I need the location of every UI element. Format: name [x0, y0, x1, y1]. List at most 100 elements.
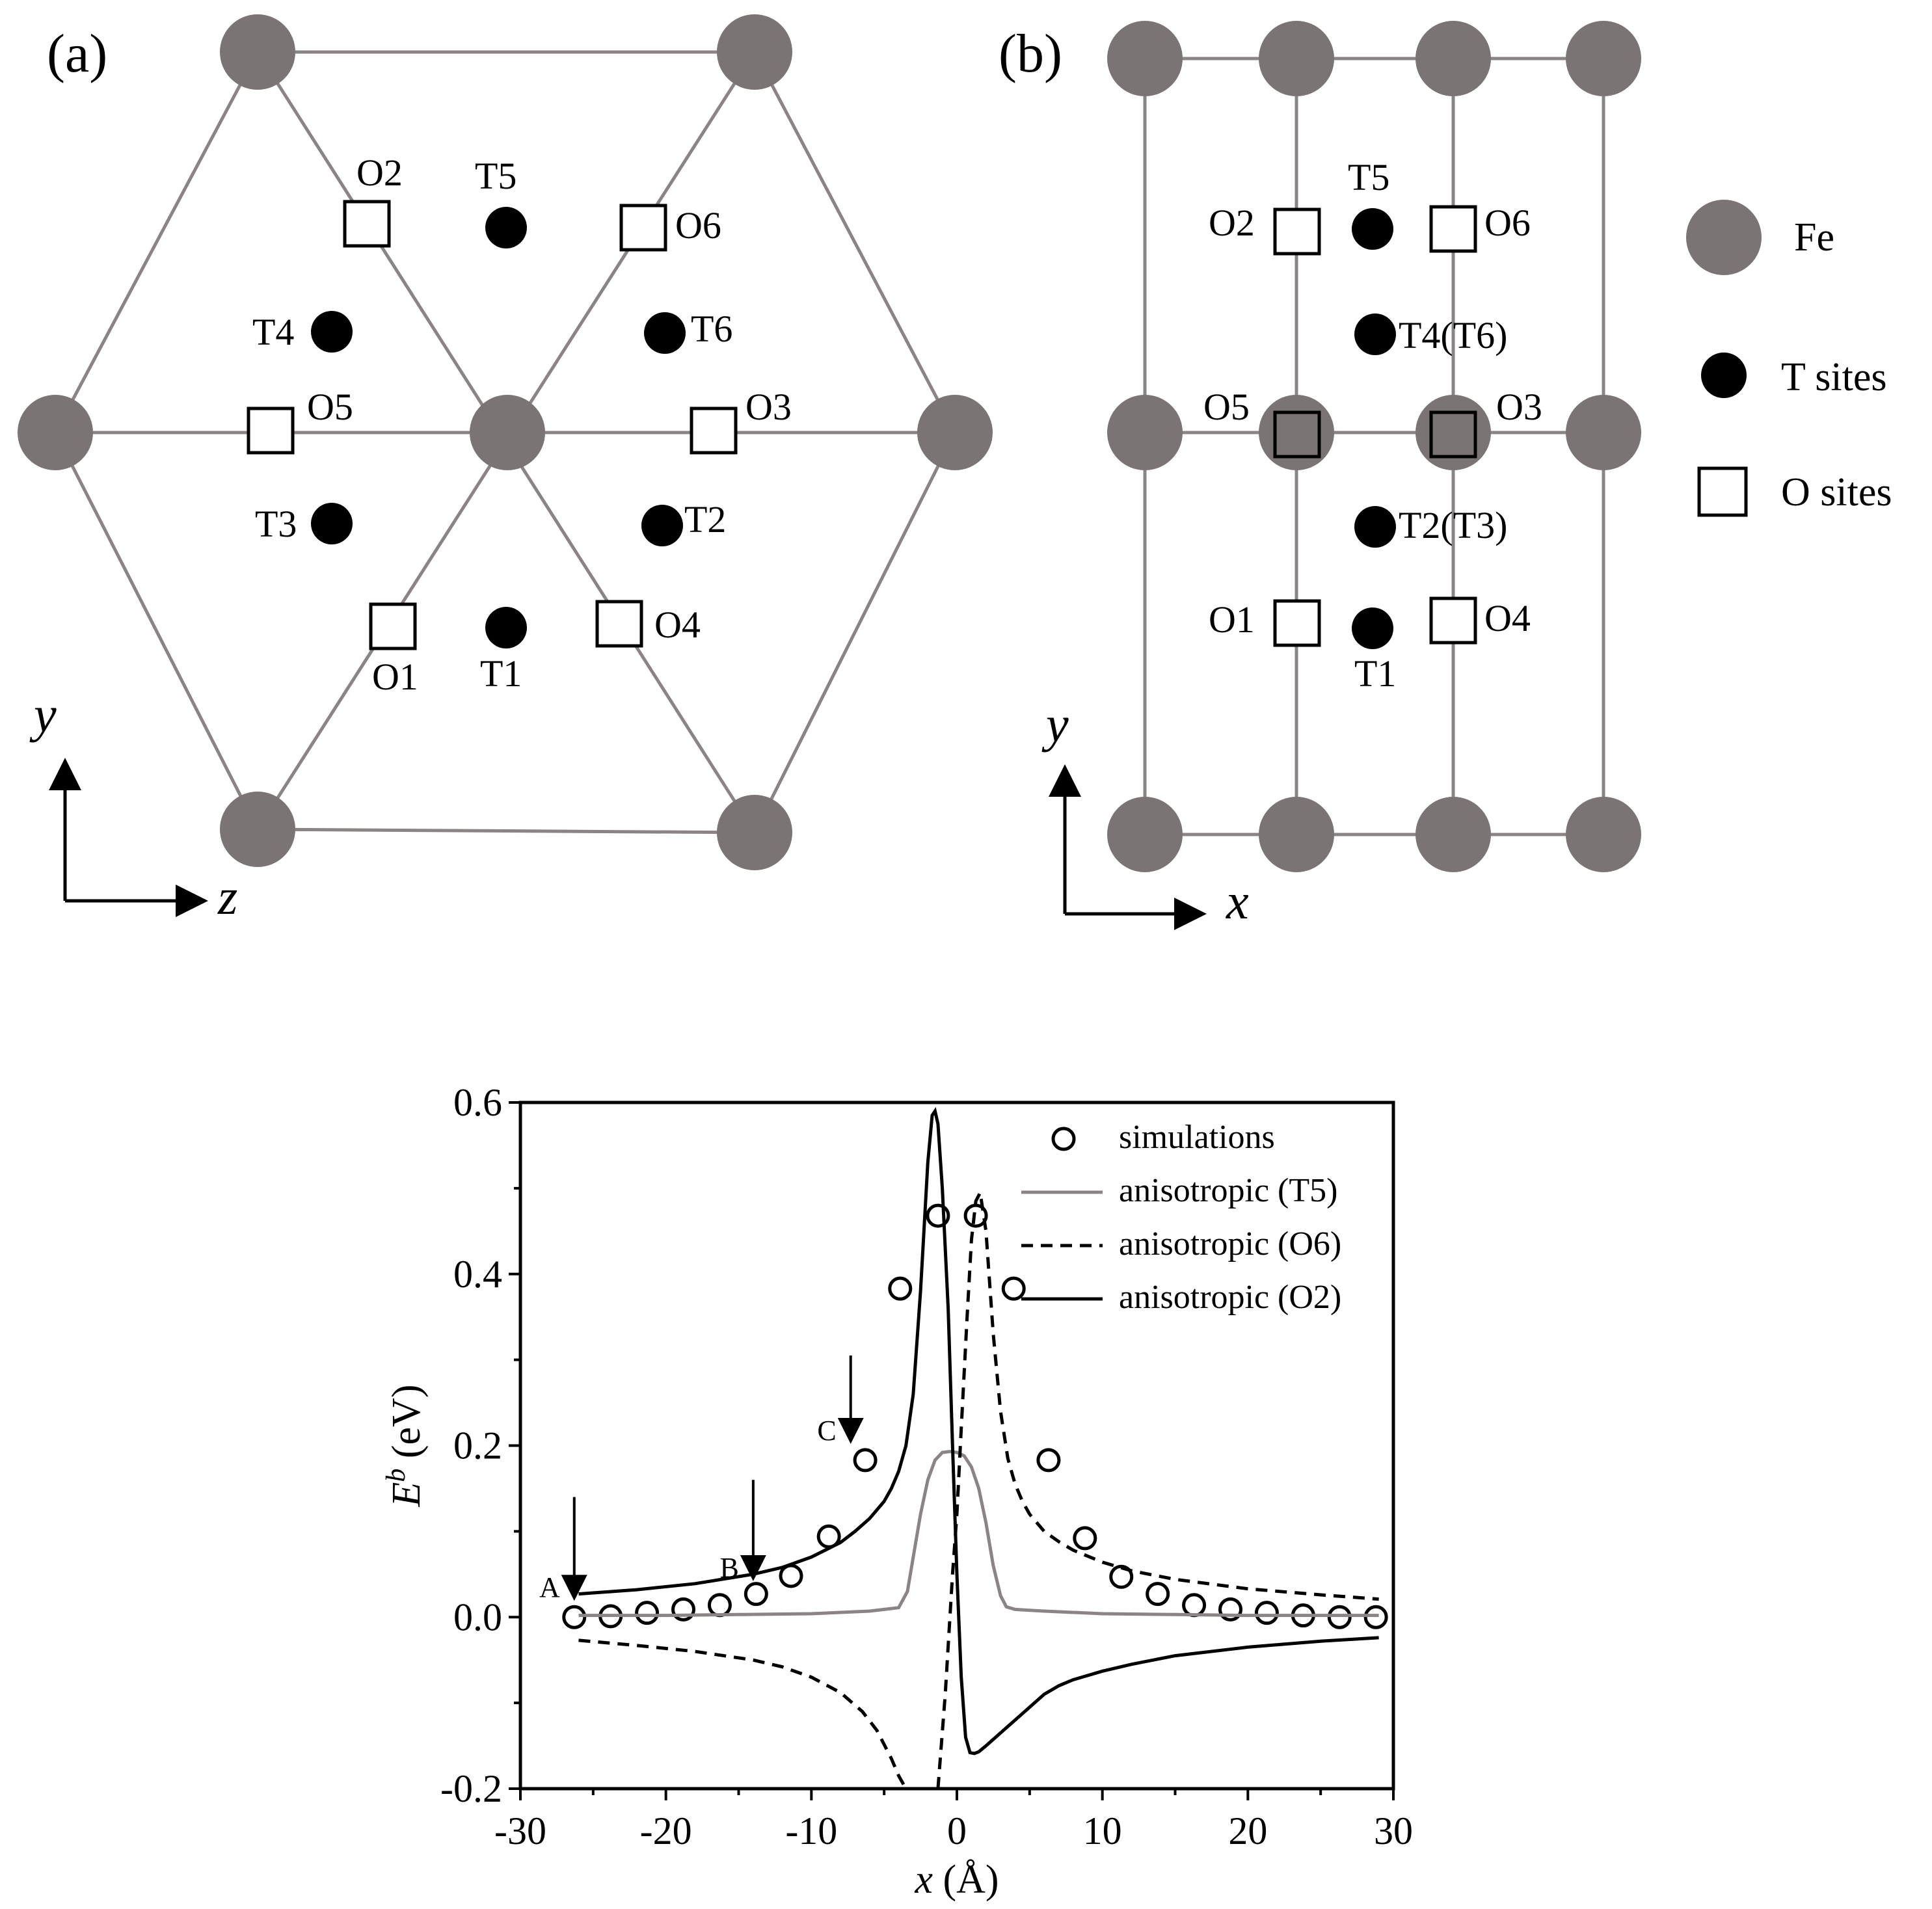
legend-fe-swatch: [1686, 200, 1762, 275]
site-label-o3: O3: [745, 386, 792, 428]
x-tick-label: -30: [494, 1809, 546, 1852]
simulation-point: [562, 1605, 587, 1629]
fe-atom: [1259, 797, 1334, 872]
site-label-o5: O5: [307, 386, 353, 428]
panel-a-label: (a): [47, 23, 107, 84]
site-label-o6: O6: [675, 204, 721, 247]
site-label-t4-t6: T4(T6): [1399, 314, 1508, 356]
o-site-o6: [1429, 205, 1477, 253]
chart-series-layer: [562, 1106, 1388, 1789]
legend-marker-simulations: [1051, 1127, 1076, 1151]
site-label-o1: O1: [372, 656, 418, 698]
simulation-point: [671, 1597, 696, 1622]
axis-letter-x: x: [1226, 873, 1249, 929]
t-site-t5: [485, 207, 527, 248]
t-site-t5: [1352, 208, 1393, 250]
simulation-point: [1327, 1605, 1352, 1629]
panel-a-site-labels: O2 T5 O6 T4 T6 O5 O3 T3 T2 O4 O1 T1: [252, 152, 792, 698]
y-label-unit: (eV): [384, 1385, 429, 1469]
legend-o-swatch: [1697, 466, 1748, 517]
legend-t-label: T sites: [1781, 355, 1886, 399]
simulation-point: [1073, 1526, 1097, 1551]
o-site-o4: [595, 600, 643, 648]
simulation-point: [888, 1276, 913, 1301]
fe-atom: [220, 14, 295, 90]
fe-atom: [717, 795, 792, 870]
panel-b-axes: [1049, 764, 1207, 930]
x-tick-label: -20: [640, 1809, 692, 1852]
panel-a: (a): [18, 14, 993, 925]
y-tick-label: -0.2: [440, 1767, 502, 1810]
y-label-var: E: [384, 1482, 429, 1508]
o-site-o5: [247, 407, 295, 455]
fe-atom: [18, 395, 93, 470]
panel-b-o-sites: [1273, 205, 1477, 647]
y-tick-label: 0.6: [453, 1081, 502, 1124]
simulation-point: [779, 1564, 803, 1588]
site-label-o1: O1: [1209, 598, 1255, 641]
x-tick-label: 20: [1228, 1809, 1267, 1852]
o-site-o6: [619, 204, 667, 252]
fe-atom: [1566, 395, 1641, 470]
o-site-o3: [690, 407, 738, 455]
fe-atom: [1259, 395, 1334, 470]
annotation-label-c: C: [817, 1415, 836, 1447]
annotation-label-a: A: [539, 1571, 560, 1603]
site-label-o5: O5: [1203, 386, 1250, 428]
site-label-t3: T3: [255, 503, 297, 545]
bond: [53, 431, 260, 831]
y-label-sup: b: [381, 1469, 411, 1482]
bond: [753, 51, 957, 434]
panel-b-site-labels: T5 O2 O6 T4(T6) O5 O3 T2(T3) O1 O4 T1: [1203, 156, 1542, 695]
chart-annotations-layer: A B C: [539, 1355, 864, 1603]
bond: [53, 51, 260, 434]
fe-atom: [1259, 21, 1334, 96]
site-label-t6: T6: [691, 308, 732, 350]
t-site-t2: [641, 505, 683, 546]
annotation-label-b: B: [720, 1552, 739, 1584]
simulation-point: [1254, 1601, 1279, 1625]
x-tick-label: 0: [947, 1809, 967, 1852]
site-label-t1: T1: [1354, 652, 1396, 695]
site-label-t4: T4: [252, 311, 294, 353]
legend-t-swatch: [1701, 353, 1747, 398]
simulation-point: [707, 1593, 732, 1618]
x-label-var: x: [914, 1858, 933, 1902]
simulation-point: [1218, 1597, 1242, 1622]
axis-letter-y: y: [1041, 696, 1069, 753]
fe-atom: [1415, 21, 1491, 96]
site-label-o4: O4: [654, 604, 701, 646]
o-site-o4: [1429, 596, 1477, 645]
fe-atom: [470, 395, 545, 470]
x-tick-label: 30: [1374, 1809, 1413, 1852]
x-label-unit: (Å): [933, 1858, 999, 1902]
site-label-o4: O4: [1484, 597, 1531, 639]
site-label-t2-t3: T2(T3): [1399, 504, 1508, 546]
o-site-o2: [343, 200, 391, 248]
site-label-o2: O2: [356, 152, 403, 194]
axis-letter-y: y: [29, 686, 57, 743]
chart-x-axis-label: x (Å): [914, 1858, 999, 1902]
legend-label: simulations: [1119, 1119, 1275, 1156]
panel-b-label: (b): [999, 23, 1062, 84]
series-line-o2: [578, 1106, 1379, 1755]
simulation-point: [1109, 1564, 1134, 1589]
simulation-point: [1036, 1448, 1061, 1473]
legend-fe-label: Fe: [1794, 215, 1834, 260]
fe-atom: [1415, 395, 1491, 470]
x-tick-label: -10: [785, 1809, 837, 1852]
site-label-o2: O2: [1209, 202, 1255, 244]
x-tick-label: 10: [1083, 1809, 1122, 1852]
legend-label: anisotropic (O6): [1119, 1225, 1341, 1262]
panel-a-axes: [49, 758, 208, 917]
site-label-t1: T1: [480, 652, 522, 695]
panel-b-fe-atoms: [1107, 21, 1641, 872]
o-site-o3: [1429, 410, 1477, 459]
t-site-t2-t3: [1354, 506, 1396, 548]
series-line-o6: [936, 1187, 1379, 1789]
fe-atom: [1566, 797, 1641, 872]
simulation-point: [1001, 1276, 1026, 1301]
bond: [257, 827, 755, 834]
panel-a-fe-atoms: [18, 14, 993, 870]
